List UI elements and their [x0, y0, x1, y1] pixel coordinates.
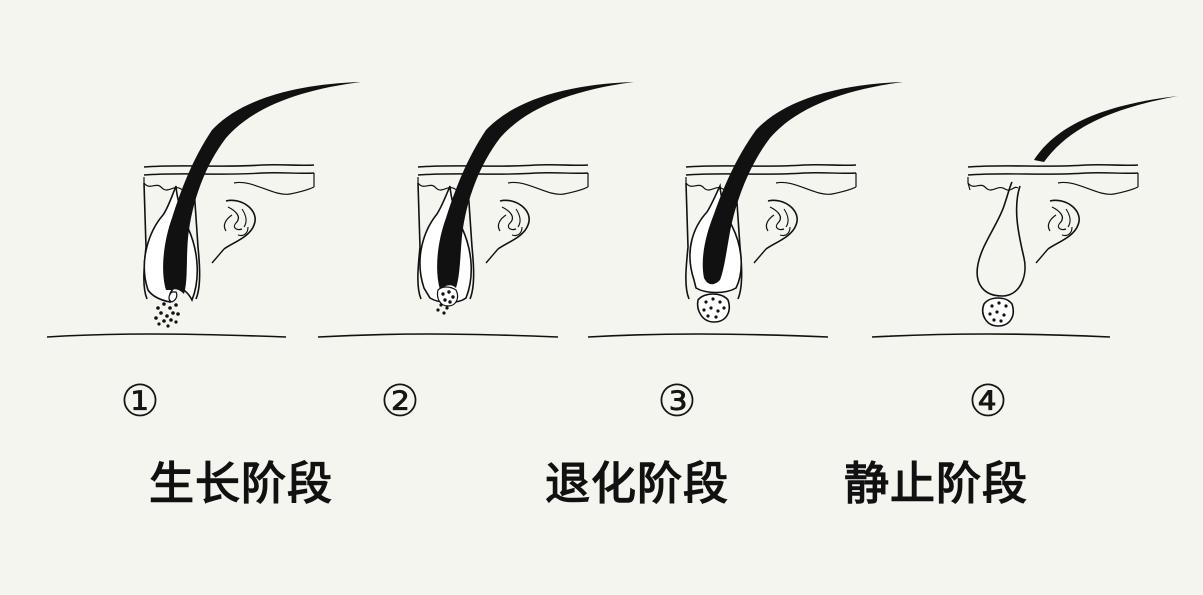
stage-number-4: ④: [968, 376, 1008, 427]
phase-label-growth: 生长阶段: [148, 457, 333, 510]
follicle-stage-2: [317, 82, 634, 338]
stage-number-1: ①: [120, 376, 160, 427]
phase-label-resting: 静止阶段: [843, 457, 1028, 510]
follicle-stage-1: [46, 82, 361, 338]
follicle-stage-4: [871, 96, 1178, 338]
phase-label-regression: 退化阶段: [544, 457, 729, 510]
stage-number-3: ③: [657, 376, 697, 427]
follicle-stage-3: [587, 82, 903, 338]
stage-number-2: ②: [380, 376, 420, 427]
